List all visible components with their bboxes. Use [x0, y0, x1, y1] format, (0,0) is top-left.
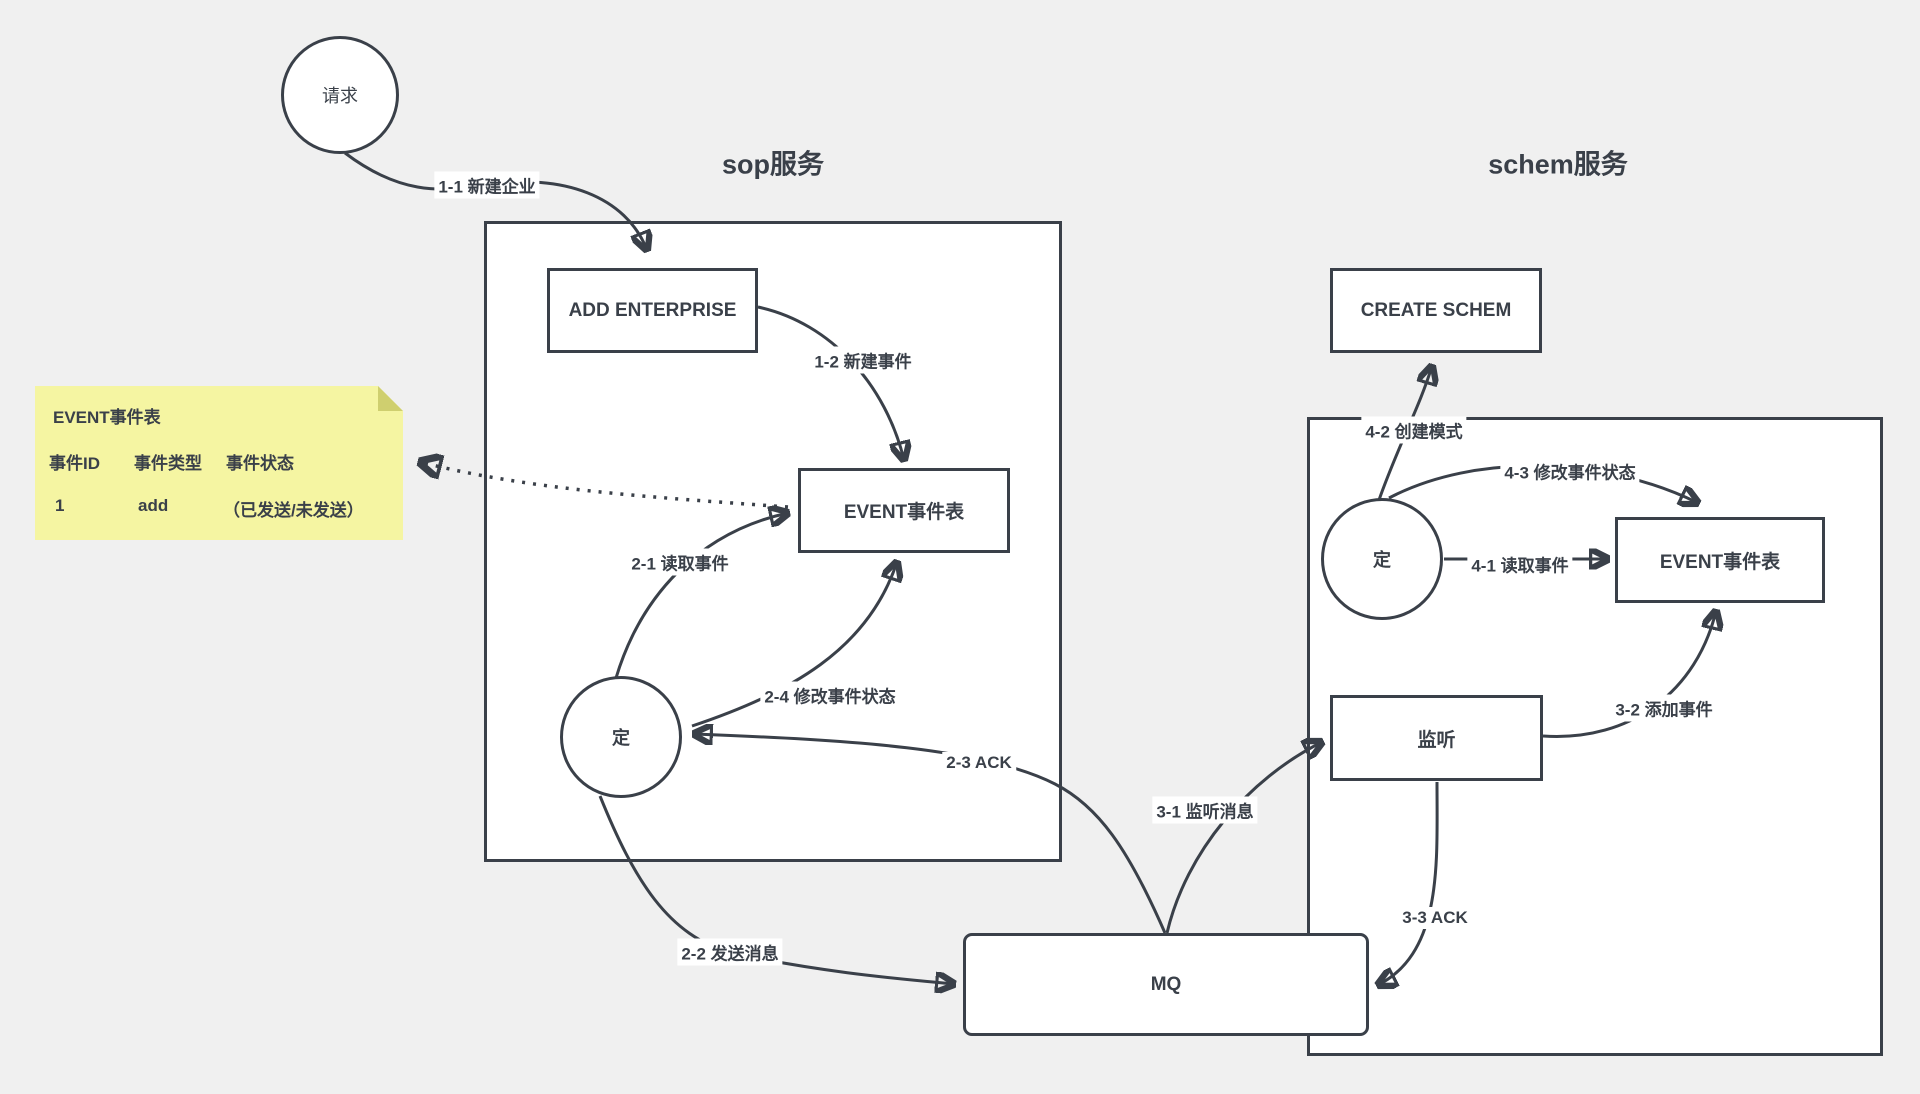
note-header-row: 事件ID 事件类型 事件状态 — [35, 449, 403, 471]
edge-label-1-1: 1-1 新建企业 — [434, 171, 540, 199]
edge-label-2-2: 2-2 发送消息 — [677, 938, 783, 966]
mq-box: MQ — [963, 933, 1369, 1036]
edge-label-1-2: 1-2 新建事件 — [810, 346, 916, 374]
request-circle: 请求 — [281, 36, 399, 154]
edge-label-2-4: 2-4 修改事件状态 — [760, 681, 900, 709]
schem-timer-circle: 定 — [1321, 498, 1443, 620]
edge-label-3-3: 3-3 ACK — [1398, 907, 1472, 929]
schem-service-title: schem服务 — [1488, 149, 1628, 180]
edge-label-2-1: 2-1 读取事件 — [627, 548, 733, 576]
edge-label-2-3: 2-3 ACK — [942, 752, 1016, 774]
edge-label-4-2: 4-2 创建模式 — [1361, 416, 1467, 444]
listener-box: 监听 — [1330, 695, 1543, 781]
note-title: EVENT事件表 — [53, 408, 161, 427]
note-col-event-type: 事件类型 — [134, 454, 202, 473]
edge-3-1 — [1165, 742, 1322, 934]
schem-event-table-box: EVENT事件表 — [1615, 517, 1825, 603]
add-enterprise-box: ADD ENTERPRISE — [547, 268, 758, 353]
note-col-event-id: 事件ID — [49, 454, 100, 473]
sop-event-table-box: EVENT事件表 — [798, 468, 1010, 553]
edge-label-4-1: 4-1 读取事件 — [1467, 550, 1573, 578]
note-data-row: 1 add （已发送/未发送） — [35, 496, 403, 518]
edge-label-3-2: 3-2 添加事件 — [1611, 694, 1717, 722]
sop-service-title: sop服务 — [721, 149, 825, 180]
note-cell-type: add — [138, 496, 169, 515]
event-table-note: EVENT事件表 事件ID 事件类型 事件状态 1 add （已发送/未发送） — [35, 386, 403, 540]
edge-label-4-3: 4-3 修改事件状态 — [1500, 457, 1640, 485]
note-col-event-status: 事件状态 — [226, 454, 294, 473]
note-cell-status: （已发送/未发送） — [223, 501, 364, 520]
sop-timer-circle: 定 — [560, 676, 682, 798]
note-cell-id: 1 — [55, 496, 65, 515]
edge-label-3-1: 3-1 监听消息 — [1152, 796, 1258, 824]
create-schem-box: CREATE SCHEM — [1330, 268, 1542, 353]
